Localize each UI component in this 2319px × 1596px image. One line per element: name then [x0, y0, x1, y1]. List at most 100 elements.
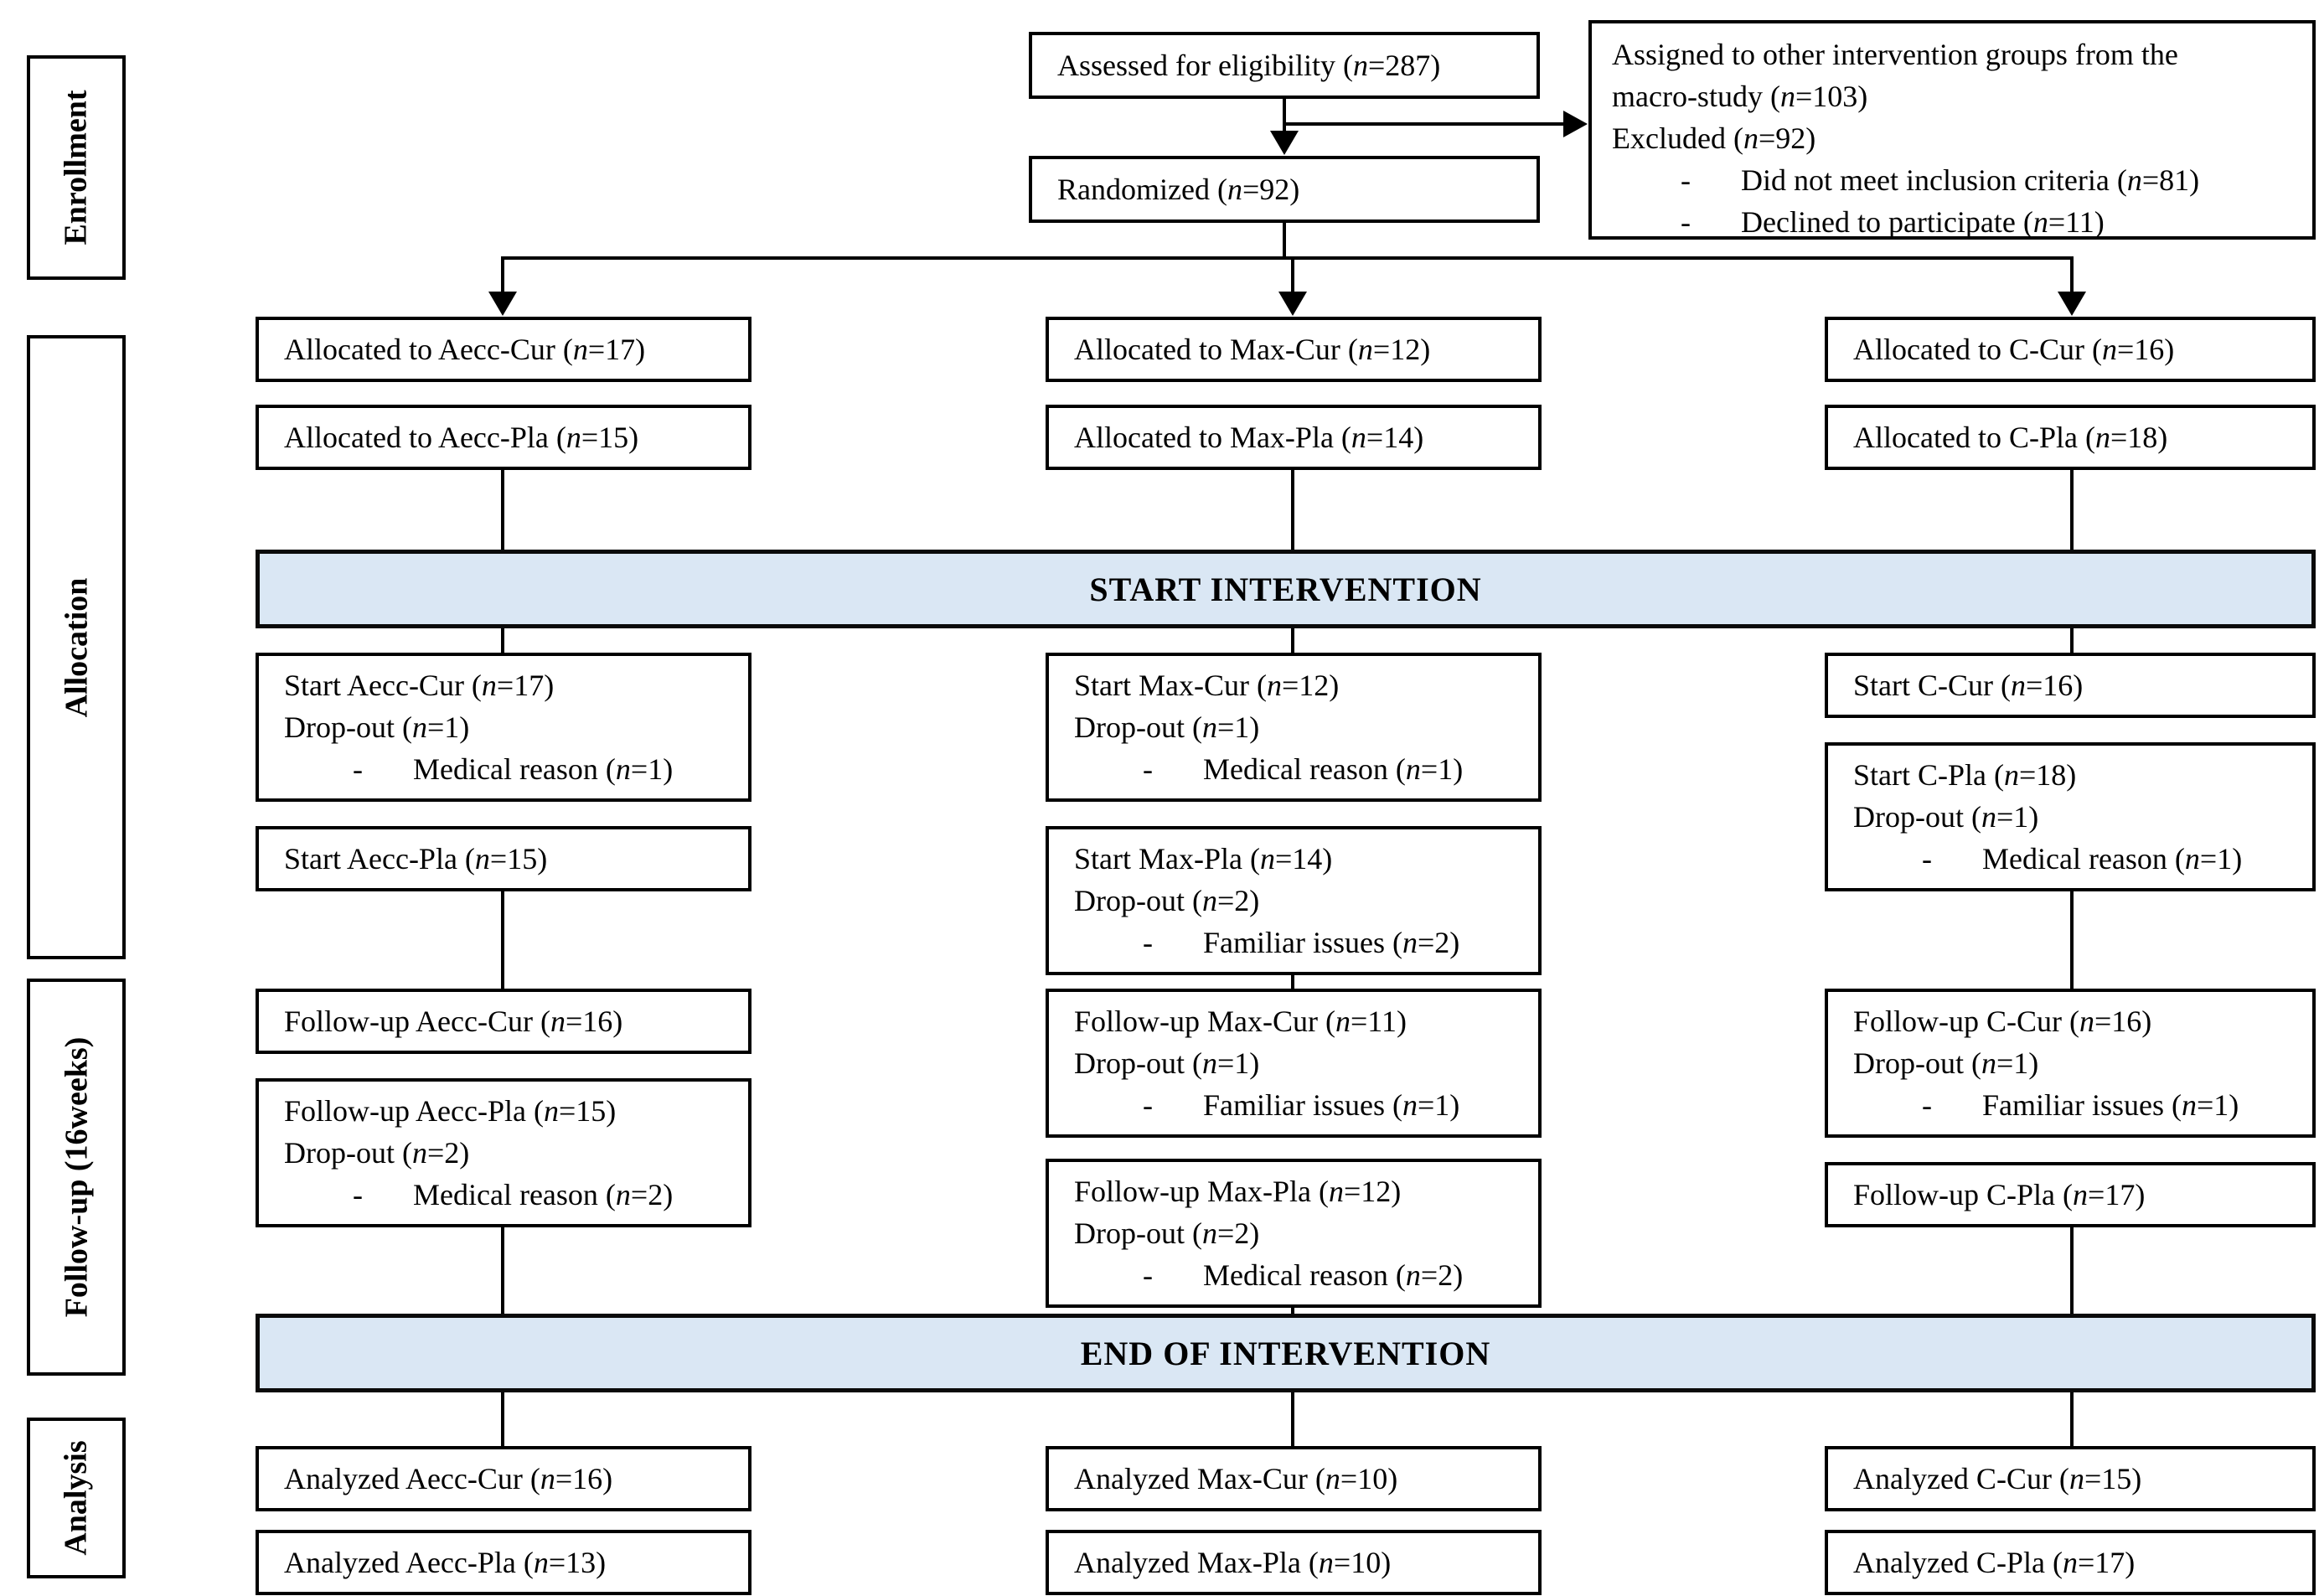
connector-line: [501, 1392, 504, 1446]
arrowhead-down: [2058, 292, 2086, 316]
arrowhead-down: [1270, 131, 1299, 155]
box-line: Drop-out (n=1): [284, 710, 470, 744]
stage-label-analysis-text: Analysis: [59, 1440, 94, 1556]
box-subitem: -Declined to participate (n=11): [1612, 201, 2304, 243]
box-line: Drop-out (n=2): [1074, 1216, 1260, 1250]
box-line: Start Aecc-Pla (n=15): [284, 842, 548, 875]
box-line: macro-study (n=103): [1612, 80, 1868, 113]
arrowhead-right: [1563, 111, 1588, 137]
stage-label-followup: Follow-up (16weeks): [27, 979, 126, 1376]
stage-label-enrollment: Enrollment: [27, 55, 126, 280]
box-subitem-text: Familiar issues (n=1): [1982, 1088, 2239, 1122]
arrowhead-down: [1278, 292, 1307, 316]
box-followup-max-pla: Follow-up Max-Pla (n=12) Drop-out (n=2) …: [1046, 1159, 1542, 1308]
box-line: Follow-up Max-Cur (n=11): [1074, 1005, 1407, 1038]
box-line: Analyzed Max-Cur (n=10): [1074, 1462, 1398, 1495]
box-subitem: - Familiar issues (n=2): [1074, 922, 1530, 963]
box-line: Analyzed Aecc-Cur (n=16): [284, 1462, 613, 1495]
arrowhead-down: [488, 292, 517, 316]
box-followup-aecc-pla: Follow-up Aecc-Pla (n=15) Drop-out (n=2)…: [256, 1078, 751, 1227]
connector-line: [2070, 628, 2074, 653]
box-subitem: -Did not meet inclusion criteria (n=81): [1612, 159, 2304, 201]
box-start-c-pla: Start C-Pla (n=18) Drop-out (n=1) - Medic…: [1825, 742, 2316, 891]
box-subitem: - Familiar issues (n=1): [1074, 1084, 1530, 1126]
box-line: Start C-Cur (n=16): [1853, 669, 2084, 702]
box-line: Drop-out (n=1): [1074, 1046, 1260, 1080]
stage-label-enrollment-text: Enrollment: [59, 90, 94, 245]
box-line: Analyzed Aecc-Pla (n=13): [284, 1546, 607, 1579]
box-analyzed-aecc-pla: Analyzed Aecc-Pla (n=13): [256, 1530, 751, 1595]
dash-bullet: -: [1143, 926, 1153, 959]
box-line: Drop-out (n=1): [1853, 1046, 2039, 1080]
box-line: Assigned to other intervention groups fr…: [1612, 38, 2178, 71]
dash-bullet: -: [353, 1178, 363, 1211]
connector-line: [1291, 470, 1294, 550]
box-subitem-text: Medical reason (n=1): [413, 752, 674, 786]
box-allocated-c-cur: Allocated to C-Cur (n=16): [1825, 317, 2316, 382]
box-subitem-text: Medical reason (n=1): [1982, 842, 2243, 875]
box-followup-c-pla: Follow-up C-Pla (n=17): [1825, 1162, 2316, 1227]
box-followup-aecc-cur: Follow-up Aecc-Cur (n=16): [256, 989, 751, 1054]
connector-line: [2070, 1227, 2074, 1314]
box-analyzed-aecc-cur: Analyzed Aecc-Cur (n=16): [256, 1446, 751, 1511]
dash-bullet: -: [1143, 752, 1153, 786]
connector-line: [1291, 1392, 1294, 1446]
box-start-max-cur: Start Max-Cur (n=12) Drop-out (n=1) -Med…: [1046, 653, 1542, 802]
box-analyzed-c-cur: Analyzed C-Cur (n=15): [1825, 1446, 2316, 1511]
connector-line: [501, 1227, 504, 1314]
box-line: Follow-up C-Cur (n=16): [1853, 1005, 2152, 1038]
connector-line: [1291, 1308, 1294, 1315]
box-analyzed-c-pla: Analyzed C-Pla (n=17): [1825, 1530, 2316, 1595]
box-followup-max-cur: Follow-up Max-Cur (n=11) Drop-out (n=1) …: [1046, 989, 1542, 1138]
banner-end-intervention-text: END OF INTERVENTION: [1080, 1334, 1491, 1372]
excluded-box: Assigned to other intervention groups fr…: [1588, 20, 2316, 240]
box-line: Start Aecc-Cur (n=17): [284, 669, 555, 702]
box-line: Drop-out (n=1): [1853, 800, 2039, 834]
box-allocated-aecc-pla: Allocated to Aecc-Pla (n=15): [256, 405, 751, 470]
connector-line: [1291, 975, 1294, 989]
box-line: Analyzed C-Cur (n=15): [1853, 1462, 2142, 1495]
box-line: Randomized (n=92): [1057, 173, 1300, 206]
dash-bullet: -: [353, 752, 363, 786]
dash-bullet: -: [1922, 842, 1932, 875]
box-line: Drop-out (n=2): [284, 1136, 470, 1170]
box-allocated-max-cur: Allocated to Max-Cur (n=12): [1046, 317, 1542, 382]
box-line: Start Max-Pla (n=14): [1074, 842, 1333, 875]
randomized-box: Randomized (n=92): [1029, 156, 1540, 223]
box-line: Allocated to Aecc-Pla (n=15): [284, 421, 639, 454]
dash-bullet: -: [1143, 1088, 1153, 1122]
stage-label-analysis: Analysis: [27, 1418, 126, 1578]
box-subitem: - Medical reason (n=1): [284, 748, 740, 790]
box-start-aecc-cur: Start Aecc-Cur (n=17) Drop-out (n=1) - Me…: [256, 653, 751, 802]
dash-bullet: -: [1681, 205, 1691, 239]
box-analyzed-max-pla: Analyzed Max-Pla (n=10): [1046, 1530, 1542, 1595]
connector-split-right: [2070, 256, 2074, 295]
stage-label-allocation: Allocation: [27, 335, 126, 959]
box-line: Analyzed Max-Pla (n=10): [1074, 1546, 1392, 1579]
connector-line: [501, 891, 504, 989]
box-subitem-text: Did not meet inclusion criteria (n=81): [1741, 163, 2200, 197]
connector-line: [1291, 628, 1294, 653]
split-line: [501, 256, 2074, 260]
box-subitem: - Medical reason (n=1): [1074, 748, 1530, 790]
box-subitem: -Medical reason (n=2): [1074, 1254, 1530, 1296]
banner-end-intervention: END OF INTERVENTION: [256, 1314, 2316, 1392]
box-allocated-aecc-cur: Allocated to Aecc-Cur (n=17): [256, 317, 751, 382]
banner-start-intervention: START INTERVENTION: [256, 550, 2316, 628]
box-subitem-text: Medical reason (n=2): [1203, 1258, 1464, 1292]
stage-label-followup-text: Follow-up (16weeks): [59, 1036, 95, 1318]
box-line: Start Max-Cur (n=12): [1074, 669, 1340, 702]
box-start-c-cur: Start C-Cur (n=16): [1825, 653, 2316, 718]
connector-split-left: [501, 256, 504, 295]
box-line: Follow-up C-Pla (n=17): [1853, 1178, 2146, 1211]
box-line: Start C-Pla (n=18): [1853, 758, 2077, 792]
connector-to-excluded: [1283, 122, 1568, 126]
box-line: Allocated to Aecc-Cur (n=17): [284, 333, 646, 366]
box-start-aecc-pla: Start Aecc-Pla (n=15): [256, 826, 751, 891]
box-line: Follow-up Max-Pla (n=12): [1074, 1175, 1402, 1208]
box-subitem-text: Medical reason (n=1): [1203, 752, 1464, 786]
box-subitem-text: Familiar issues (n=2): [1203, 926, 1460, 959]
box-line: Allocated to Max-Pla (n=14): [1074, 421, 1424, 454]
box-line: Drop-out (n=2): [1074, 884, 1260, 917]
box-subitem-text: Familiar issues (n=1): [1203, 1088, 1460, 1122]
